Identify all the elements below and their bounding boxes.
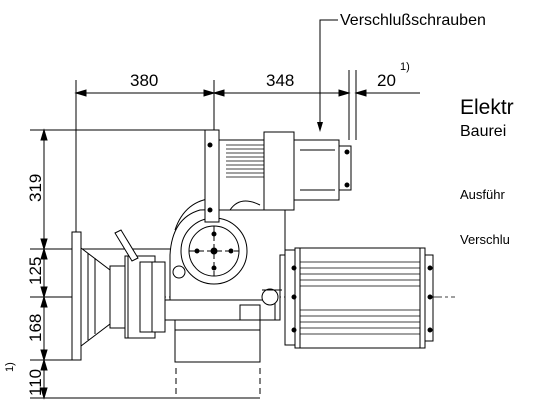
footnote-marker-left: 1) bbox=[4, 362, 16, 372]
actuator-body bbox=[109, 189, 286, 363]
info-line-2: Verschlu bbox=[460, 232, 510, 247]
info-line-1: Ausführ bbox=[460, 187, 505, 202]
dim-380: 380 bbox=[130, 71, 158, 90]
callout-leader bbox=[317, 19, 338, 132]
top-dimension-lines bbox=[74, 70, 420, 240]
footnote-marker-top: 1) bbox=[400, 61, 410, 73]
handwheel bbox=[71, 231, 111, 361]
hidden-outline bbox=[175, 368, 261, 398]
motor bbox=[284, 247, 434, 349]
control-unit bbox=[204, 129, 352, 223]
dim-319: 319 bbox=[26, 174, 45, 202]
dim-168: 168 bbox=[26, 314, 45, 342]
callout-label: Verschlußschrauben bbox=[340, 12, 486, 29]
title-text: Elektr bbox=[460, 96, 514, 119]
left-dimension-lines bbox=[30, 128, 260, 400]
dim-125: 125 bbox=[26, 257, 45, 285]
dim-20: 20 bbox=[377, 71, 396, 90]
dim-348: 348 bbox=[266, 71, 294, 90]
dim-110: 110 bbox=[26, 369, 45, 396]
subtitle-text: Baurei bbox=[460, 123, 506, 140]
